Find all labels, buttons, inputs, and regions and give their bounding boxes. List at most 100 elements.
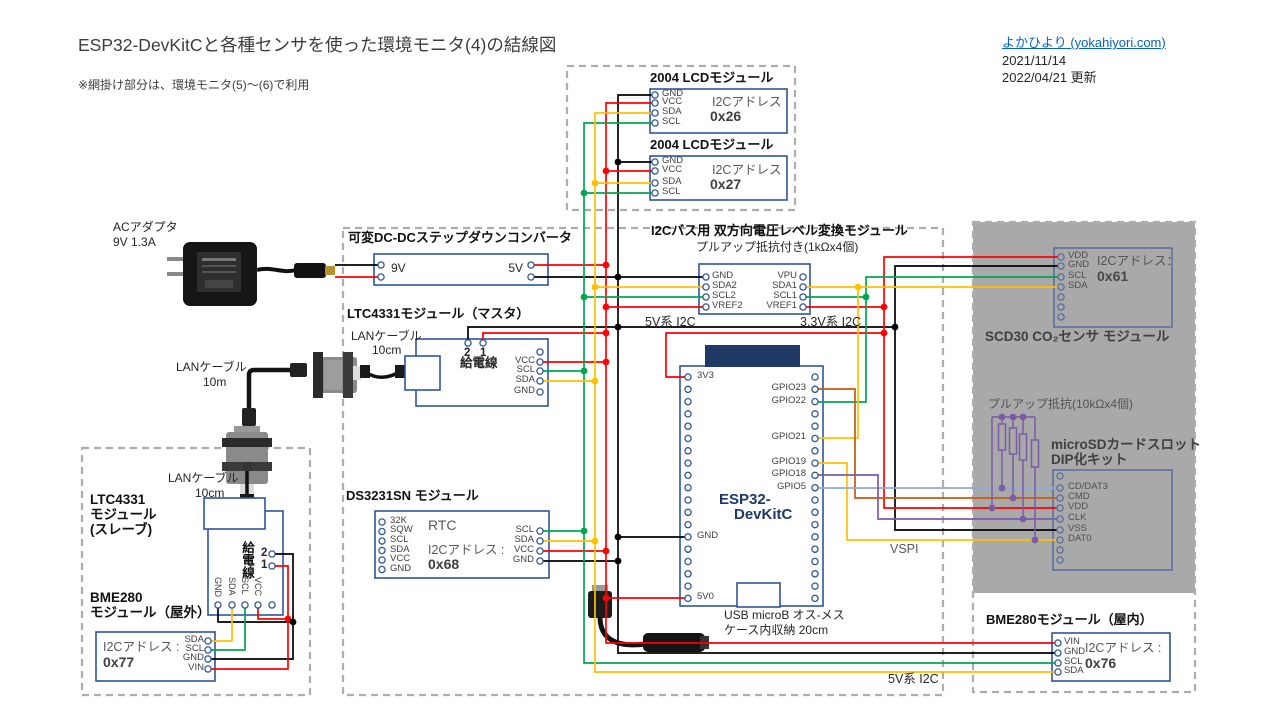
lcd2-box	[649, 155, 788, 201]
junction-dot	[580, 527, 588, 535]
lc-pin-scl2: SCL2	[712, 290, 736, 301]
pin-circle	[811, 385, 819, 394]
lcd2-i2c-address: 0x27	[710, 176, 742, 192]
pin-circle	[527, 261, 535, 269]
lcd1-i2c-address: 0x26	[710, 108, 742, 124]
pin-circle	[378, 527, 386, 536]
pin-circle	[378, 565, 386, 574]
pin-circle	[811, 520, 819, 529]
pin-circle	[1057, 273, 1065, 281]
esp32-pin-gpio23: GPIO23	[771, 382, 806, 393]
ds3231-i2c-label: I2Cアドレス :	[428, 543, 505, 557]
bme-outdoor-pin-gnd: GND	[182, 652, 204, 663]
pin-circle	[378, 556, 386, 564]
esp32-name-line2: DevKitC	[734, 506, 793, 523]
bme-indoor-pin-sda: SDA	[1064, 665, 1084, 676]
ds3231-pin-32k: 32K	[390, 515, 407, 526]
level-conv-subtitle: プルアップ抵抗付き(1kΩx4個)	[696, 240, 859, 254]
pin-circle	[684, 447, 692, 455]
pin-circle	[1054, 639, 1062, 647]
wire-group-sda	[208, 112, 1061, 673]
pin-circle	[268, 601, 276, 609]
credit-link[interactable]: よかひより (yokahiyori.com)	[1002, 35, 1166, 50]
junction-dot	[591, 283, 599, 291]
pin-circle	[479, 339, 487, 347]
pin-circle	[1056, 515, 1064, 523]
ltc-slave-pin-vcc: VCC	[253, 577, 263, 597]
pin-circle	[684, 459, 692, 467]
esp32-pin-gpio18: GPIO18	[771, 468, 806, 479]
ltc-master-title: LTC4331モジュール（マスタ）	[347, 306, 530, 321]
pin-circle	[651, 189, 659, 197]
scd30-pin-sda: SDA	[1068, 280, 1088, 291]
bme-outdoor-i2c-label: I2Cアドレス :	[103, 640, 180, 654]
pin-circle	[536, 557, 544, 565]
junction-dot	[998, 413, 1006, 421]
pin-circle	[684, 373, 692, 381]
bus-33v-label: 3.3V系 I2C	[800, 315, 862, 329]
pin-circle	[811, 459, 819, 467]
pin-circle	[536, 547, 544, 555]
lan-coupler-top-photo	[313, 352, 361, 398]
pin-circle	[1056, 536, 1064, 544]
dcdc-title: 可変DC-DCステップダウンコンバータ	[348, 230, 572, 245]
bme-outdoor-i2c-address: 0x77	[103, 654, 135, 670]
ds3231-pin-scl-l: SCL	[390, 534, 409, 545]
level-conv-box	[698, 263, 811, 315]
lcd2-pin-sda: SDA	[662, 176, 682, 187]
pin-circle	[811, 533, 819, 541]
pin-circles	[204, 91, 1065, 676]
microsd-pin-cddat3: CD/DAT3	[1068, 481, 1108, 492]
lcd2-i2c-label: I2Cアドレス	[712, 163, 782, 177]
bme-outdoor-box	[95, 631, 216, 682]
bme-outdoor-pin-scl: SCL	[185, 643, 204, 654]
lcd2-pin-vcc: VCC	[662, 164, 683, 175]
junction-dot	[614, 557, 622, 565]
pin-circle	[651, 91, 659, 99]
ac-adapter-photo	[167, 242, 335, 306]
junction-dot	[614, 158, 622, 166]
pin-circle	[1056, 494, 1064, 502]
ltc-slave-feed-pin1: 1	[261, 559, 268, 571]
usb-cable-label2: ケース内収納 20cm	[724, 623, 829, 637]
lan-cable-10m-photo	[242, 363, 307, 426]
junction-dot	[289, 618, 297, 626]
esp32-antenna	[705, 345, 800, 367]
pin-circle	[536, 367, 544, 375]
ltc-slave-title-line1: LTC4331	[90, 492, 146, 507]
scd30-i2c-address: 0x61	[1097, 268, 1129, 284]
pin-circle	[1054, 649, 1062, 657]
pin-circle	[651, 167, 659, 175]
pin-circle	[1057, 253, 1065, 261]
junction-dot	[1009, 494, 1017, 502]
ds3231-pin-gnd-l: GND	[390, 563, 412, 574]
pin-circle	[536, 348, 544, 356]
pin-circle	[684, 496, 692, 504]
lcd1-box	[649, 88, 788, 134]
esp32-name-line1: ESP32-	[719, 491, 771, 508]
dcdc-5v-label: 5V	[508, 261, 523, 275]
pin-circle	[536, 537, 544, 545]
pin-circle	[684, 520, 692, 529]
pin-circle	[684, 483, 692, 492]
junction-dot	[862, 293, 870, 301]
ltc-master-jack-box	[404, 355, 441, 391]
lcd1-pin-sda: SDA	[662, 106, 682, 117]
pin-circle	[378, 518, 386, 526]
vspi-label: VSPI	[890, 542, 919, 556]
ltc-slave-title-line2: モジュール	[90, 507, 157, 522]
bme-outdoor-title-line1: BME280	[90, 590, 143, 605]
ltc-slave-title-line3: (スレーブ)	[90, 522, 153, 537]
ds3231-title: DS3231SN モジュール	[346, 488, 479, 503]
pin-circle	[811, 496, 819, 504]
junction-dot	[602, 167, 610, 175]
pin-circle	[651, 99, 659, 107]
microsd-pin-dat0: DAT0	[1068, 533, 1092, 544]
updated-date: 2022/04/21 更新	[1002, 70, 1097, 85]
wire-gpio18-clk	[815, 474, 1060, 520]
pin-circle	[378, 537, 386, 545]
junction-dot	[1019, 515, 1027, 523]
pin-circle	[1056, 556, 1064, 564]
pin-circle	[811, 545, 819, 553]
